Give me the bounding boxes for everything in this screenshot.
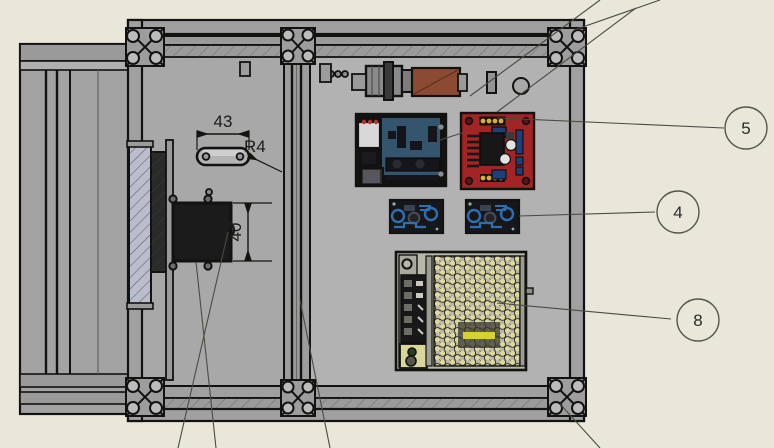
mounting-slot [195, 146, 251, 167]
corner-bracket-top-center [280, 27, 316, 65]
corner-bracket-top-left [125, 27, 165, 67]
corner-bracket-bottom-center [280, 379, 316, 417]
stepper-driver-module-left [388, 198, 445, 235]
dimension-43: 43 [196, 112, 250, 150]
motor-driver-shield [459, 111, 536, 191]
corner-bracket-bottom-right [547, 377, 587, 417]
balloon-8-label: 8 [693, 311, 702, 330]
dimension-r4-label: R4 [244, 137, 266, 156]
center-extrusion-divider [283, 33, 311, 413]
dimension-43-label: 43 [214, 112, 233, 131]
balloon-callout-4[interactable]: 4 [656, 190, 700, 234]
corner-bracket-bottom-left [125, 377, 165, 417]
balloon-callout-5[interactable]: 5 [724, 106, 768, 150]
panel-tab [319, 63, 332, 83]
leader-lines [177, 0, 725, 448]
panel-hole [205, 188, 213, 196]
corner-bracket-fittings [125, 27, 587, 417]
panel-tab-2 [239, 61, 251, 77]
switching-power-supply [394, 250, 534, 372]
arduino-controller-board [354, 112, 448, 188]
balloon-callout-8[interactable]: 8 [676, 298, 720, 342]
balloon-5-label: 5 [741, 119, 750, 138]
dimension-40-label: 40 [226, 223, 245, 242]
cooling-fan [168, 194, 236, 271]
balloon-4-label: 4 [673, 203, 682, 222]
left-side-extrusion [18, 42, 137, 416]
dimension-40: 40 [226, 202, 272, 262]
stepper-driver-module-right [464, 198, 521, 235]
power-inlet-connector [351, 61, 530, 101]
dimension-r4: R4 [244, 137, 283, 173]
